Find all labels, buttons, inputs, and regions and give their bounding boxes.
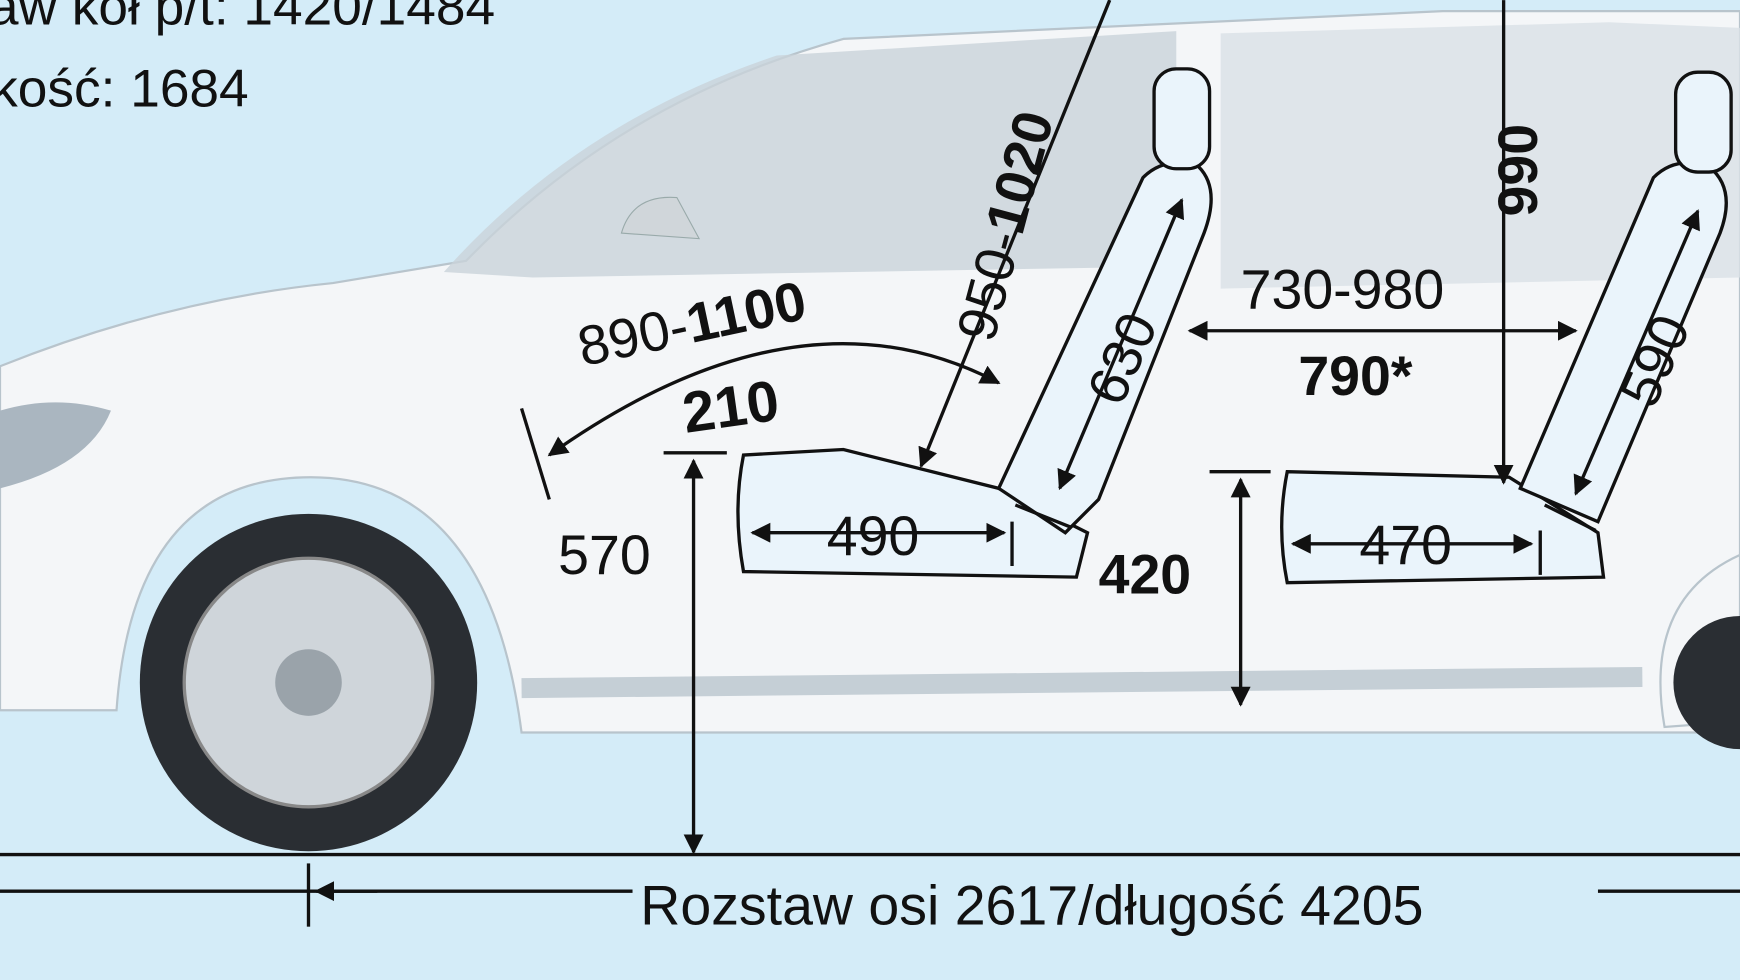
side-mirror <box>620 196 701 240</box>
rear-knee-label: 790* <box>1298 345 1413 407</box>
front-cushion-label: 490 <box>827 505 920 567</box>
front-legroom-label: 210 <box>679 369 783 446</box>
front-wheel <box>139 513 478 852</box>
track-width-label: aw kół p/t: 1420/1484 <box>0 0 495 36</box>
windshield-window <box>443 31 1177 278</box>
headlight <box>0 402 111 489</box>
height-label: kość: 1684 <box>0 60 249 119</box>
dimension-lines <box>0 0 1740 927</box>
front-height-arrow <box>918 0 1112 468</box>
front-seat-height-label: 420 <box>1099 544 1192 606</box>
rear-wheel <box>1673 615 1740 750</box>
front-headroom-arrow <box>547 342 1001 457</box>
rear-cushion-label: 470 <box>1359 514 1452 576</box>
rear-knee-range-label: 730-980 <box>1241 259 1445 321</box>
rear-backrest-arrow <box>1573 209 1700 496</box>
step-height-label: 570 <box>558 524 651 586</box>
rear-headroom-label: 990 <box>1487 124 1549 217</box>
wheelbase-length-label: Rozstaw osi 2617/długość 4205 <box>640 874 1423 936</box>
front-backrest-arrow <box>1057 197 1185 491</box>
